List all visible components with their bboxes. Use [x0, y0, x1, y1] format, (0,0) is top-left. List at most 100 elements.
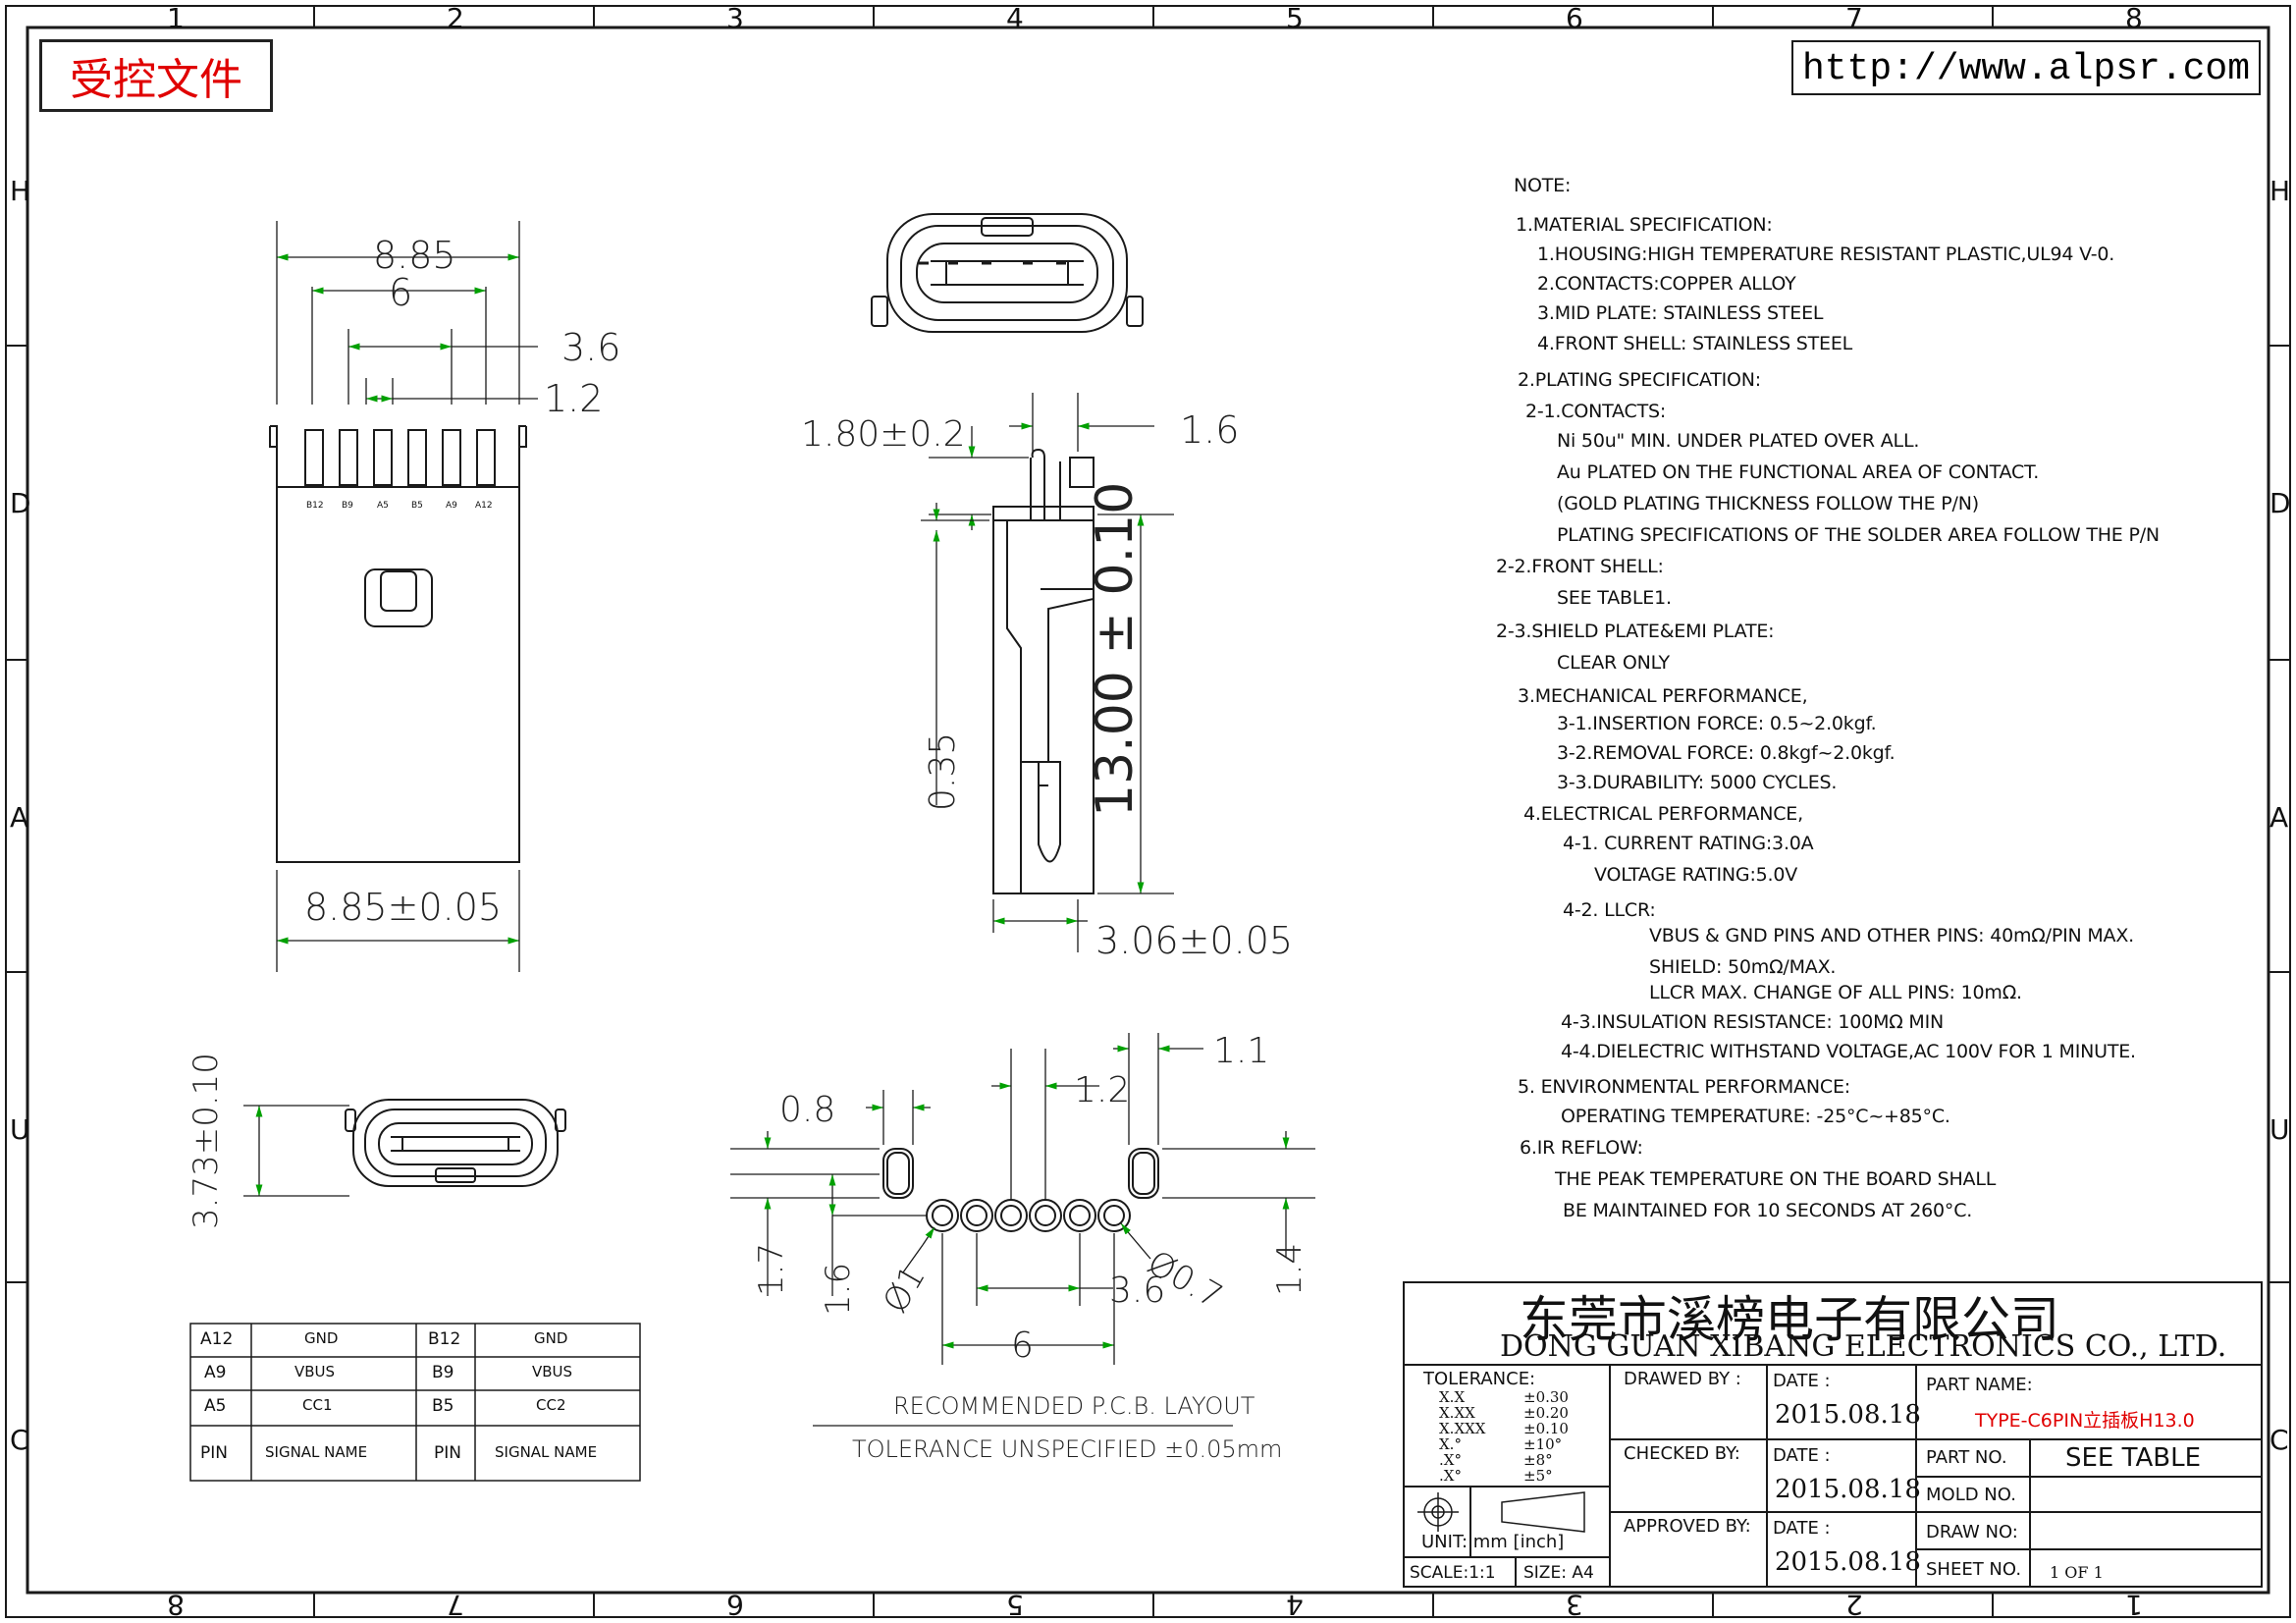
scale-label: SCALE:1:1: [1410, 1563, 1496, 1583]
pin-header: PIN: [200, 1443, 228, 1463]
tolerance-label: TOLERANCE:: [1423, 1369, 1536, 1389]
connector-side-view: [992, 448, 1095, 894]
part-name: TYPE-C6PIN立插板H13.0: [1975, 1410, 2195, 1432]
pin-label: A5: [377, 501, 389, 511]
draw-no-label: DRAW NO:: [1926, 1522, 2018, 1542]
checked-by-label: CHECKED BY:: [1624, 1443, 1740, 1464]
note-line: 1.MATERIAL SPECIFICATION:: [1516, 214, 1773, 236]
note-line: CLEAR ONLY: [1557, 652, 1670, 674]
zone-number: 3: [726, 2, 744, 34]
part-no: SEE TABLE: [2065, 1443, 2202, 1473]
pcb-layout: [882, 1148, 1159, 1232]
projection-symbol: [1417, 1491, 1585, 1533]
pins-top: [304, 429, 496, 486]
note-line: 5. ENVIRONMENTAL PERFORMANCE:: [1518, 1076, 1850, 1098]
plug-face-bottom: [345, 1099, 566, 1187]
zone-number: 1: [167, 2, 185, 34]
tol-val: ±0.10: [1523, 1420, 1569, 1437]
zone-number: 6: [726, 1589, 744, 1621]
note-line: (GOLD PLATING THICKNESS FOLLOW THE P/N): [1557, 493, 1979, 514]
tol-key: X.XXX: [1439, 1420, 1486, 1437]
zone-ticks: [6, 6, 2290, 1617]
tol-val: ±0.20: [1523, 1404, 1569, 1422]
dim-pcb-0-8: 0.8: [779, 1090, 836, 1130]
zone-number: 8: [167, 1589, 185, 1621]
date-label: DATE :: [1773, 1518, 1831, 1539]
zone-letter: C: [10, 1424, 29, 1456]
note-line: 4.ELECTRICAL PERFORMANCE,: [1523, 803, 1803, 825]
checked-date: 2015.08.18: [1775, 1475, 1921, 1504]
zone-number: 5: [1006, 1589, 1024, 1621]
pin-header: PIN: [434, 1443, 461, 1463]
dim-pcb-1-2: 1.2: [1074, 1070, 1131, 1110]
signal-header: SIGNAL NAME: [265, 1443, 368, 1461]
note-line: 1.HOUSING:HIGH TEMPERATURE RESISTANT PLA…: [1537, 243, 2115, 265]
zone-number: 7: [1845, 2, 1863, 34]
note-line: OPERATING TEMPERATURE: -25°C~+85°C.: [1561, 1106, 1950, 1127]
sheet-no-label: SHEET NO.: [1926, 1559, 2022, 1580]
pin-cell: A12: [200, 1329, 234, 1349]
note-line: SEE TABLE1.: [1557, 587, 1672, 609]
company-name-en: DONG GUAN XIBANG ELECTRONICS CO., LTD.: [1500, 1329, 2227, 1364]
note-line: LLCR MAX. CHANGE OF ALL PINS: 10mΩ.: [1649, 982, 2022, 1003]
company-name-cn: 东莞市溪榜电子有限公司: [1520, 1291, 2059, 1348]
approved-by-label: APPROVED BY:: [1624, 1516, 1751, 1537]
note-line: Au PLATED ON THE FUNCTIONAL AREA OF CONT…: [1557, 461, 2040, 483]
dim-width-6: 6: [389, 271, 413, 314]
dim-width-3-6: 3.6: [561, 326, 621, 369]
note-line: 4-2. LLCR:: [1563, 899, 1656, 921]
part-no-label: PART NO.: [1926, 1447, 2007, 1468]
note-line: VBUS & GND PINS AND OTHER PINS: 40mΩ/PIN…: [1649, 925, 2134, 947]
date-label: DATE :: [1773, 1445, 1831, 1466]
note-line: THE PEAK TEMPERATURE ON THE BOARD SHALL: [1555, 1168, 1997, 1190]
note-line: 3-2.REMOVAL FORCE: 0.8kgf~2.0kgf.: [1557, 742, 1896, 764]
zone-number: 3: [1566, 1589, 1583, 1621]
note-line: 2-1.CONTACTS:: [1525, 401, 1667, 422]
dim-pcb-1-7: 1.7: [752, 1242, 791, 1296]
signal-cell: CC1: [302, 1396, 333, 1414]
note-line: 3.MECHANICAL PERFORMANCE,: [1518, 685, 1808, 707]
tol-key: .X°: [1439, 1451, 1462, 1469]
zone-letter: H: [2269, 175, 2291, 207]
dim-pcb-1-4: 1.4: [1270, 1242, 1309, 1296]
zone-letter: C: [2269, 1424, 2289, 1456]
note-line: PLATING SPECIFICATIONS OF THE SOLDER ARE…: [1557, 524, 2160, 546]
zone-letter: U: [2269, 1113, 2290, 1146]
note-line: 2-3.SHIELD PLATE&EMI PLATE:: [1496, 621, 1775, 642]
note-line: Ni 50u" MIN. UNDER PLATED OVER ALL.: [1557, 430, 1920, 452]
pin-cell: B5: [432, 1396, 454, 1416]
signal-header: SIGNAL NAME: [495, 1443, 598, 1461]
part-name-label: PART NAME:: [1926, 1375, 2033, 1395]
dim-plug-height: 3.73±0.10: [187, 1053, 226, 1229]
unit-label: UNIT: mm [inch]: [1421, 1532, 1565, 1552]
tol-key: .X°: [1439, 1467, 1462, 1485]
note-line: 2.PLATING SPECIFICATION:: [1518, 369, 1762, 391]
note-line: 3.MID PLATE: STAINLESS STEEL: [1537, 302, 1824, 324]
mold-no-label: MOLD NO.: [1926, 1485, 2016, 1505]
zone-number: 6: [1566, 2, 1583, 34]
note-line: 4-4.DIELECTRIC WITHSTAND VOLTAGE,AC 100V…: [1561, 1041, 2136, 1062]
connector-front-view: [269, 425, 527, 863]
size-label: SIZE: A4: [1523, 1563, 1594, 1583]
note-line: 4.FRONT SHELL: STAINLESS STEEL: [1537, 333, 1853, 354]
dim-overall-height: 13.00 ± 0.10: [1086, 481, 1145, 817]
zone-letter: U: [10, 1113, 30, 1146]
note-line: 4-1. CURRENT RATING:3.0A: [1563, 833, 1814, 854]
note-line: 2-2.FRONT SHELL:: [1496, 556, 1664, 577]
note-line: 3-1.INSERTION FORCE: 0.5~2.0kgf.: [1557, 713, 1877, 734]
note-line: BE MAINTAINED FOR 10 SECONDS AT 260°C.: [1563, 1200, 1973, 1221]
zone-number: 2: [447, 2, 464, 34]
tol-val: ±8°: [1523, 1451, 1553, 1469]
note-line: SHIELD: 50mΩ/MAX.: [1649, 956, 1837, 978]
date-label: DATE :: [1773, 1371, 1831, 1391]
zone-letter: A: [2269, 801, 2289, 834]
dim-width-tolerance: 8.85±0.05: [304, 886, 503, 929]
zone-number: 4: [1286, 1589, 1304, 1621]
tol-key: X.XX: [1439, 1404, 1475, 1422]
dim-pin-height: 1.80±0.2: [801, 414, 966, 455]
pin-label: A12: [475, 501, 493, 511]
pin-label: B9: [342, 501, 353, 511]
dim-pin-width: 1.6: [1180, 408, 1240, 452]
tol-key: X.°: [1439, 1435, 1462, 1453]
